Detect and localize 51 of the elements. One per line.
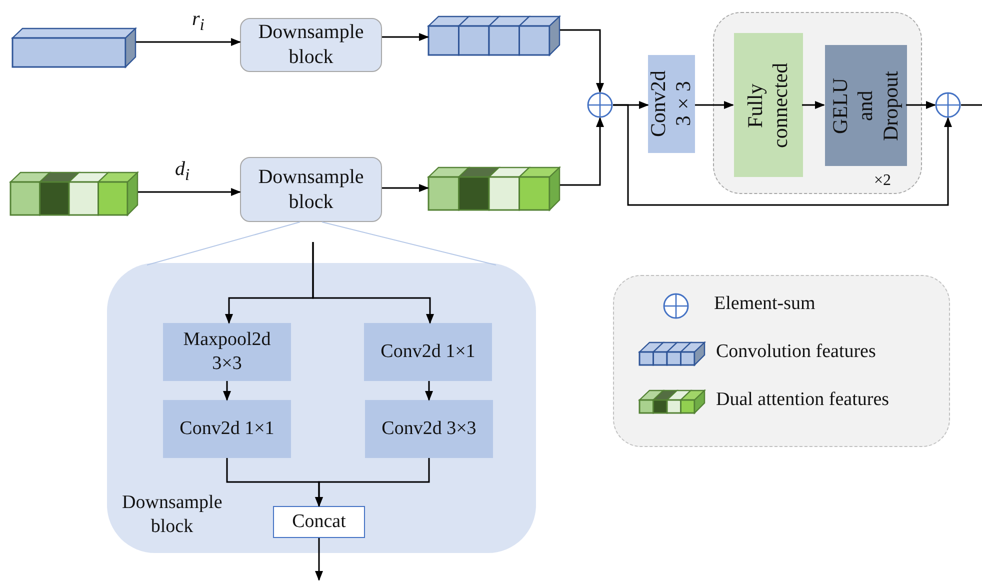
arrow (695, 101, 734, 109)
box-label: Conv2d 3×3 (646, 70, 696, 139)
arrow (560, 29, 604, 93)
feature-block-drawing (428, 167, 560, 211)
zoom-line (322, 222, 496, 266)
feature-block-drawing (10, 172, 138, 216)
repeat-count: ×2 (874, 171, 891, 191)
element-sum-icon (587, 92, 613, 118)
arrow (560, 117, 604, 186)
zoom-line (146, 222, 300, 266)
arrow (315, 458, 430, 507)
feature-block-drawing (12, 28, 136, 68)
feature-block-drawing (428, 16, 560, 56)
arrow (425, 381, 433, 401)
process-box (734, 33, 803, 177)
arrow (613, 104, 952, 206)
element-sum-icon (935, 92, 961, 118)
box-label: GELU and Dropout (828, 70, 904, 142)
repeat-group (713, 12, 922, 194)
box-label: Downsample block (257, 20, 365, 70)
legend-label: Dual attention features (716, 389, 890, 411)
arrow (802, 101, 825, 109)
connector-line (961, 104, 982, 106)
process-box (825, 45, 907, 166)
process-box (364, 323, 492, 381)
expanded-block-panel (107, 263, 536, 553)
box-label: Downsample block (257, 164, 365, 214)
arrow (382, 184, 429, 192)
box-label: Conv2d 1×1 (380, 340, 476, 364)
arrow (906, 101, 936, 109)
arrow (223, 381, 231, 401)
arrow (136, 38, 241, 46)
legend-label: Element-sum (714, 293, 816, 315)
box-label: Conv2d 1×1 (178, 417, 276, 441)
arrow (315, 538, 323, 581)
panel-title: Downsample block (122, 491, 222, 538)
arrow (138, 188, 241, 196)
box-label: Maxpool2d 3×3 (182, 328, 272, 376)
process-box (163, 323, 291, 381)
legend-label: Convolution features (716, 341, 876, 363)
process-box (273, 506, 365, 538)
process-box (365, 400, 493, 458)
process-box (648, 55, 695, 153)
process-box (240, 18, 382, 72)
arrow (382, 33, 429, 41)
process-box (240, 157, 382, 222)
box-label: Conv2d 3×3 (380, 417, 478, 441)
box-label: Fully connected (743, 61, 794, 150)
arrow (312, 242, 434, 324)
process-box (163, 400, 291, 458)
box-label: Concat (292, 510, 346, 534)
